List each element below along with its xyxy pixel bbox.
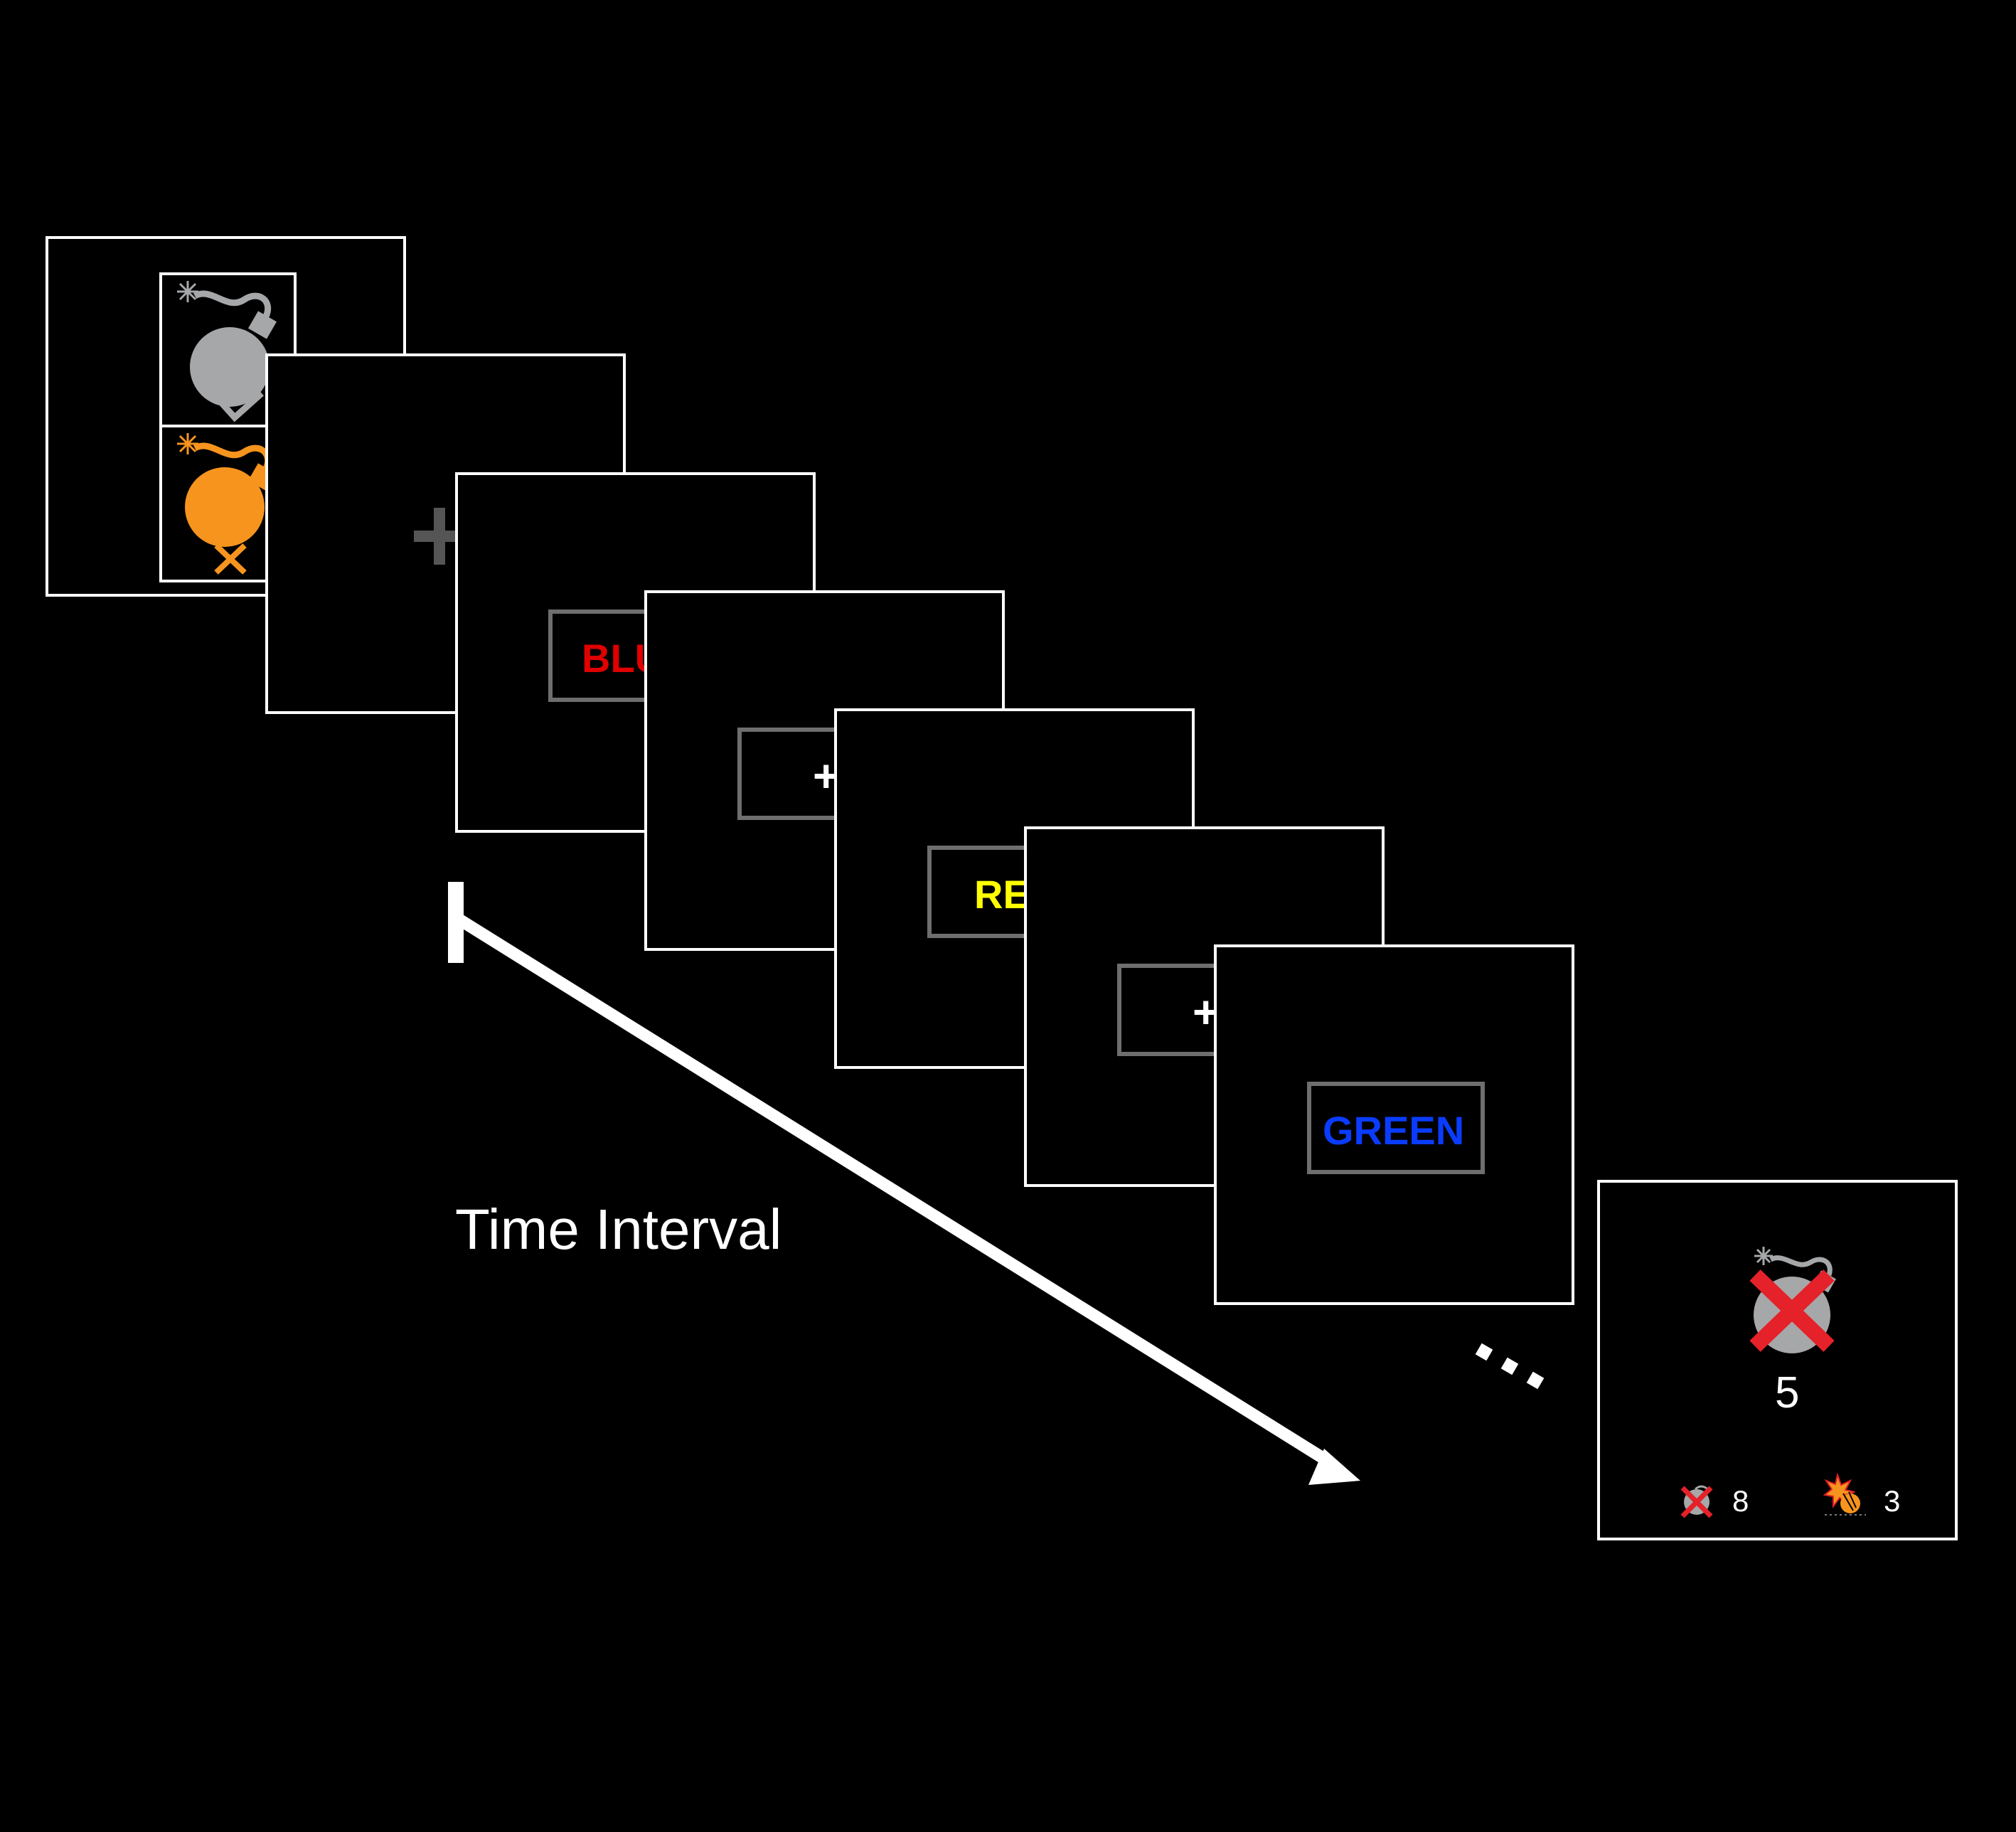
stimulus-box-3: GREEN <box>1307 1082 1485 1174</box>
time-interval-label: Time Interval <box>455 1198 782 1261</box>
defused-bomb-small-icon <box>1680 1485 1713 1518</box>
defused-bomb-icon <box>1749 1247 1836 1353</box>
time-arrow <box>448 882 1360 1485</box>
stimulus-frame-3: GREEN <box>1214 944 1574 1305</box>
checkmark-icon <box>219 390 265 422</box>
x-mark-icon <box>214 543 247 575</box>
gray-bomb-icon <box>177 281 277 407</box>
exploded-bomb-icon <box>1823 1472 1866 1516</box>
exploded-count: 3 <box>1884 1484 1901 1518</box>
ellipsis-dots <box>1475 1343 1545 1390</box>
stimulus-word-2: RE <box>974 872 1030 917</box>
stimulus-word-3: GREEN <box>1323 1108 1465 1153</box>
fixation-cross-1 <box>414 508 465 565</box>
feedback-main-value: 5 <box>1775 1368 1800 1417</box>
defused-count: 8 <box>1732 1484 1749 1518</box>
feedback-frame: 5 8 3 <box>1597 1180 1958 1540</box>
